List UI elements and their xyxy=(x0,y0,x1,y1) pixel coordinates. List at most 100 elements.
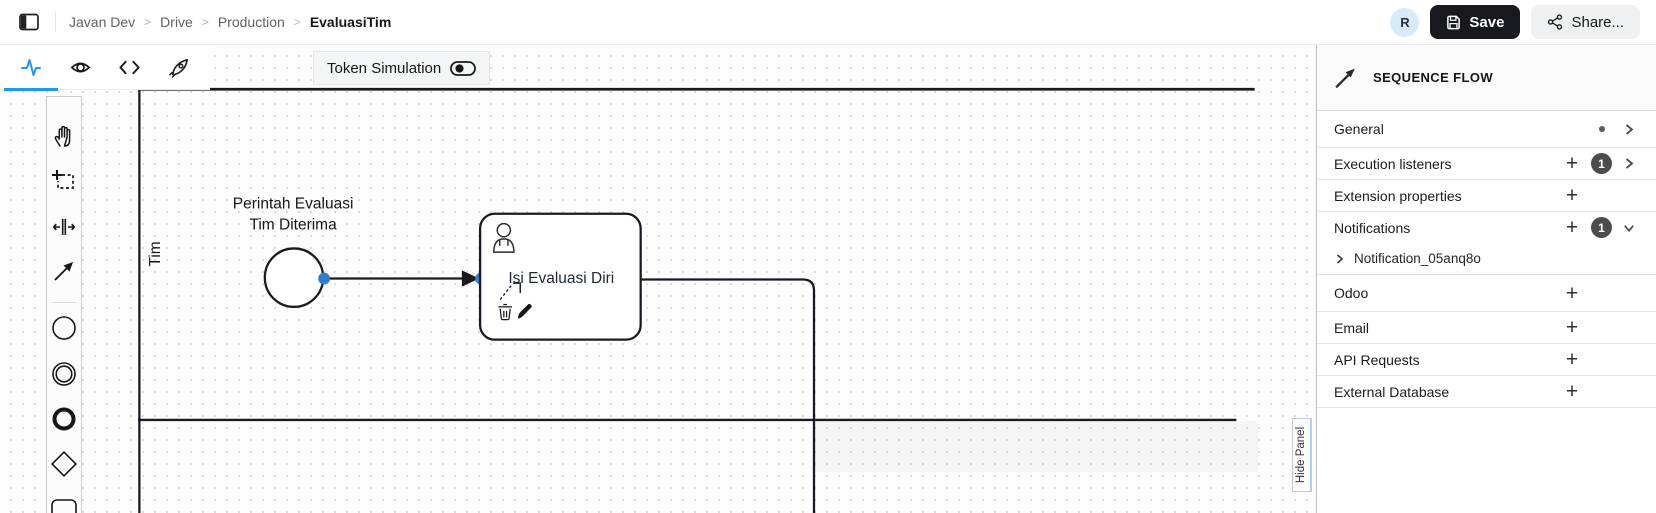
lasso-tool[interactable] xyxy=(50,166,78,196)
breadcrumb-separator: > xyxy=(201,15,209,29)
section-label: Odoo xyxy=(1334,285,1369,301)
lasso-tool-icon xyxy=(52,170,74,189)
add-email-button[interactable]: + xyxy=(1565,316,1579,339)
start-event-icon xyxy=(52,316,76,340)
delete-button[interactable] xyxy=(498,303,513,321)
token-simulation-label: Token Simulation xyxy=(327,59,442,77)
toggle-off-icon xyxy=(450,60,477,76)
add-execution-listener-button[interactable]: + xyxy=(1565,152,1579,175)
palette-separator xyxy=(52,302,76,303)
panel-section-execution-listeners[interactable]: Execution listeners + 1 xyxy=(1317,148,1656,180)
tab-xml-code[interactable] xyxy=(109,45,151,89)
chevron-right-icon xyxy=(1625,158,1634,169)
start-event[interactable] xyxy=(263,247,325,308)
token-simulation-toggle[interactable]: Token Simulation xyxy=(313,51,491,85)
breadcrumb-current-file: EvaluasiTim xyxy=(309,14,392,30)
intermediate-event-icon xyxy=(52,362,76,386)
add-external-database-button[interactable]: + xyxy=(1565,380,1579,403)
section-label: Extension properties xyxy=(1334,187,1462,204)
activity-pulse-icon xyxy=(20,59,41,76)
save-icon xyxy=(1447,15,1461,29)
start-event-label-line2[interactable]: Tim Diterima xyxy=(249,216,337,233)
chevron-right-icon xyxy=(1336,253,1344,264)
breadcrumb-separator: > xyxy=(144,15,152,29)
bpmn-diagram: Tim Perintah Evaluasi Tim Diterima Isi E… xyxy=(137,87,1255,513)
create-task[interactable] xyxy=(50,496,78,513)
chevron-down-icon xyxy=(1624,224,1634,232)
gateway-icon xyxy=(50,450,78,478)
sequence-flow-2[interactable] xyxy=(641,278,816,513)
save-button-label: Save xyxy=(1469,13,1505,31)
global-connect-tool[interactable] xyxy=(50,256,78,286)
panel-left-icon xyxy=(19,13,39,31)
flow-start-handle[interactable] xyxy=(318,272,331,285)
rocket-icon xyxy=(168,58,188,78)
user-task[interactable] xyxy=(478,212,642,341)
task-icon xyxy=(51,499,77,513)
sidebar-toggle-button[interactable] xyxy=(16,9,42,35)
hide-panel-label: Hide Panel xyxy=(1295,426,1307,484)
add-odoo-button[interactable]: + xyxy=(1565,281,1579,305)
tool-palette xyxy=(46,96,82,513)
lane-label[interactable]: Tim xyxy=(147,241,164,266)
breadcrumb-separator: > xyxy=(293,15,301,29)
section-label: Email xyxy=(1334,319,1370,336)
breadcrumb-link-folder[interactable]: Production xyxy=(217,14,285,30)
top-bar: Javan Dev > Drive > Production > Evaluas… xyxy=(0,0,1656,45)
panel-section-general[interactable]: General xyxy=(1317,111,1656,148)
sequence-flow-1-arrowhead xyxy=(461,270,480,287)
diagram-canvas[interactable]: Tim Perintah Evaluasi Tim Diterima Isi E… xyxy=(0,45,1316,513)
tab-preview[interactable] xyxy=(59,45,101,89)
panel-section-api-requests[interactable]: API Requests + xyxy=(1317,344,1656,376)
properties-panel-header: SEQUENCE FLOW xyxy=(1317,45,1656,111)
topbar-divider xyxy=(55,12,56,32)
save-button[interactable]: Save xyxy=(1430,5,1521,39)
start-event-label-line1[interactable]: Perintah Evaluasi xyxy=(233,195,354,212)
add-notification-button[interactable]: + xyxy=(1565,216,1579,239)
share-button[interactable]: Share... xyxy=(1531,5,1640,39)
notification-list-item[interactable]: Notification_05anq8o xyxy=(1317,243,1656,275)
breadcrumb-link-drive[interactable]: Drive xyxy=(160,14,193,30)
section-label: General xyxy=(1334,121,1384,137)
section-label: Notifications xyxy=(1334,219,1411,236)
sequence-flow-icon xyxy=(1335,68,1355,89)
code-icon xyxy=(119,60,140,74)
hide-panel-tab[interactable]: Hide Panel xyxy=(1292,418,1312,492)
user-task-label[interactable]: Isi Evaluasi Diri xyxy=(508,270,614,287)
tab-modeler[interactable] xyxy=(3,45,58,91)
panel-section-email[interactable]: Email + xyxy=(1317,312,1656,344)
editor-tab-strip xyxy=(0,45,210,91)
chevron-right-icon xyxy=(1625,123,1634,135)
create-intermediate-event[interactable] xyxy=(50,359,78,389)
create-gateway[interactable] xyxy=(50,449,78,479)
connect-arrow-icon xyxy=(54,262,73,281)
add-api-request-button[interactable]: + xyxy=(1565,348,1579,371)
end-event-icon xyxy=(52,407,76,431)
set-color-button[interactable] xyxy=(518,303,532,319)
edited-dot-icon xyxy=(1598,126,1605,132)
eye-icon xyxy=(70,62,91,72)
create-start-event[interactable] xyxy=(50,313,78,343)
space-tool-icon xyxy=(52,219,76,235)
breadcrumb-link-workspace[interactable]: Javan Dev xyxy=(69,14,136,30)
section-label: Execution listeners xyxy=(1334,155,1452,172)
section-label: External Database xyxy=(1334,383,1450,400)
count-badge: 1 xyxy=(1591,217,1612,238)
add-extension-property-button[interactable]: + xyxy=(1565,184,1579,207)
breadcrumb: Javan Dev > Drive > Production > Evaluas… xyxy=(69,14,391,30)
tab-deploy[interactable] xyxy=(158,45,200,89)
panel-section-notifications[interactable]: Notifications + 1 xyxy=(1317,212,1656,243)
panel-section-odoo[interactable]: Odoo + xyxy=(1317,275,1656,312)
hand-tool[interactable] xyxy=(50,120,78,150)
hand-tool-icon xyxy=(54,125,71,147)
panel-section-extension-properties[interactable]: Extension properties + xyxy=(1317,180,1656,212)
connect-association-button[interactable] xyxy=(499,282,521,300)
user-task-icon xyxy=(493,222,515,253)
panel-section-external-database[interactable]: External Database + xyxy=(1317,376,1656,408)
create-end-event[interactable] xyxy=(50,404,78,434)
section-label: API Requests xyxy=(1334,351,1420,368)
space-tool[interactable] xyxy=(50,212,78,242)
topbar-actions: R Save Share... xyxy=(1390,5,1640,39)
user-avatar[interactable]: R xyxy=(1390,7,1420,37)
